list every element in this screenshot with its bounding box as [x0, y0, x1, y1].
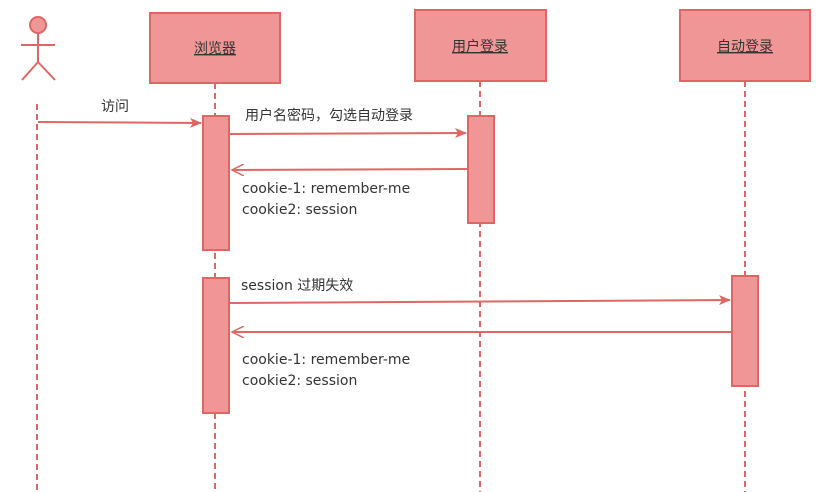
message-credentials-label: 用户名密码，勾选自动登录 [245, 107, 413, 124]
browser-activation-2 [202, 277, 230, 414]
stick-figure-icon [21, 16, 56, 81]
message-session-expired-arrow [229, 295, 731, 306]
participant-user-login: 用户登录 [414, 9, 547, 82]
auto-login-activation [731, 275, 759, 387]
message-credentials-arrow [229, 128, 467, 139]
message-visit-arrow [37, 117, 202, 128]
message-visit-label: 访问 [101, 99, 129, 115]
message-reply-2-line-2: cookie2: session [242, 373, 357, 389]
user-login-activation [467, 115, 495, 224]
participant-auto-login: 自动登录 [679, 9, 811, 82]
message-reply-1-arrow [232, 169, 469, 170]
message-reply-1-line-1: cookie-1: remember-me [242, 181, 410, 197]
message-session-expired-label: session 过期失效 [241, 278, 353, 294]
participant-browser-label: 浏览器 [194, 41, 236, 57]
participant-user-login-label: 用户登录 [452, 38, 508, 55]
participant-browser: 浏览器 [149, 12, 281, 84]
browser-activation-1 [202, 115, 230, 251]
message-reply-2-line-1: cookie-1: remember-me [242, 352, 410, 368]
participant-auto-login-label: 自动登录 [717, 39, 773, 55]
message-reply-1-line-2: cookie2: session [242, 202, 357, 218]
